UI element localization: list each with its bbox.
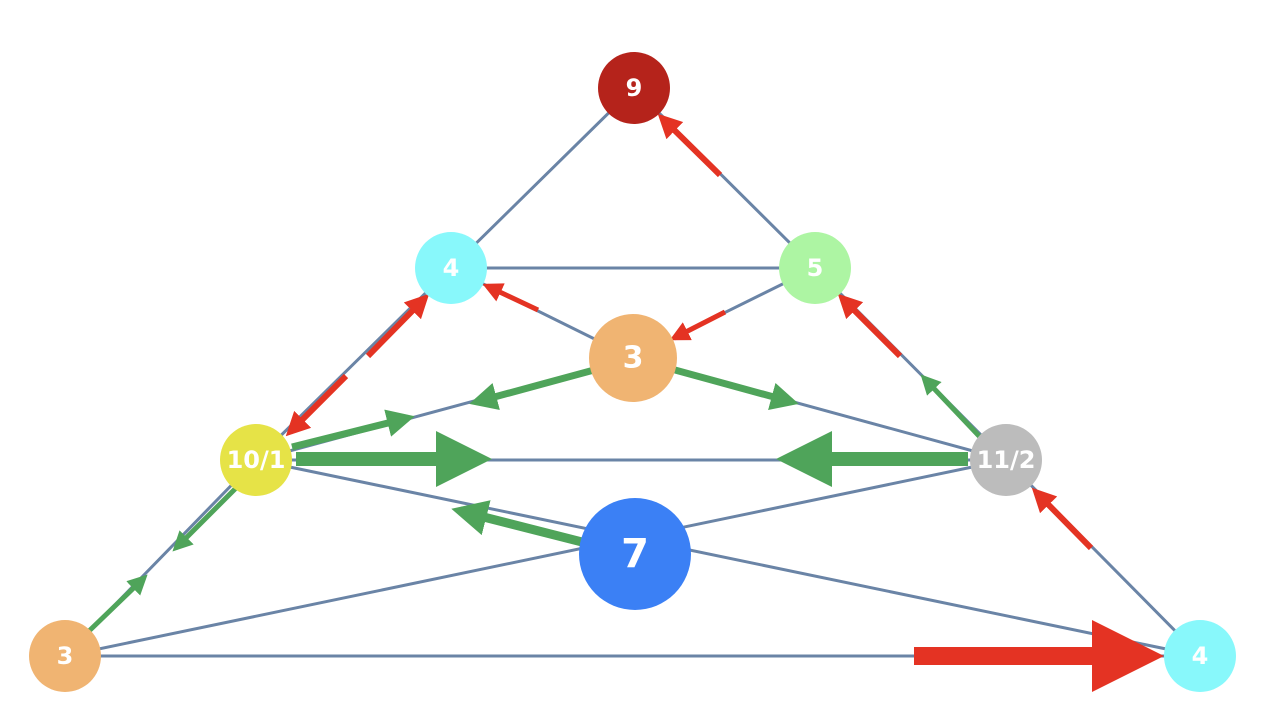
flow-arrow: [1031, 487, 1094, 551]
node-mid-right[interactable]: 11/2: [970, 424, 1042, 496]
node-center[interactable]: 3: [589, 314, 677, 402]
node-label: 7: [621, 531, 649, 577]
flow-arrow: [285, 373, 349, 437]
edge-midleft-bottomright: [255, 458, 1201, 658]
flow-arrow: [837, 293, 903, 359]
flow-arrow: [291, 409, 415, 451]
edge-top-upperright: [632, 86, 817, 270]
node-label: 5: [807, 254, 824, 282]
node-label: 10/1: [227, 446, 286, 474]
node-label: 3: [57, 642, 74, 670]
flow-arrow: [172, 484, 240, 552]
flow-arrow: [669, 309, 727, 341]
flow-arrow: [86, 574, 148, 634]
node-label: 4: [1192, 642, 1209, 670]
green-flows: [86, 366, 982, 634]
edge-midright-bottomleft: [64, 458, 1007, 658]
flow-arrow: [674, 366, 799, 410]
flow-arrow: [482, 283, 540, 313]
edge-midright-bottomright: [1004, 458, 1202, 658]
node-label: 3: [623, 341, 644, 376]
node-bottom-right[interactable]: 4: [1164, 620, 1236, 692]
node-upper-left[interactable]: 4: [415, 232, 487, 304]
flow-arrow: [365, 293, 430, 359]
node-hub[interactable]: 7: [579, 498, 691, 610]
node-label: 9: [626, 74, 643, 102]
flow-arrow: [469, 366, 595, 411]
flow-arrow: [657, 113, 723, 178]
node-bottom-left[interactable]: 3: [29, 620, 101, 692]
node-top[interactable]: 9: [598, 52, 670, 124]
node-label: 4: [443, 254, 460, 282]
node-mid-left[interactable]: 10/1: [220, 424, 292, 496]
edge-top-upperleft: [449, 86, 636, 270]
node-label: 11/2: [977, 446, 1036, 474]
red-flows: [285, 113, 1164, 692]
flow-arrow: [920, 374, 982, 439]
flow-arrow: [451, 500, 584, 547]
node-upper-right[interactable]: 5: [779, 232, 851, 304]
